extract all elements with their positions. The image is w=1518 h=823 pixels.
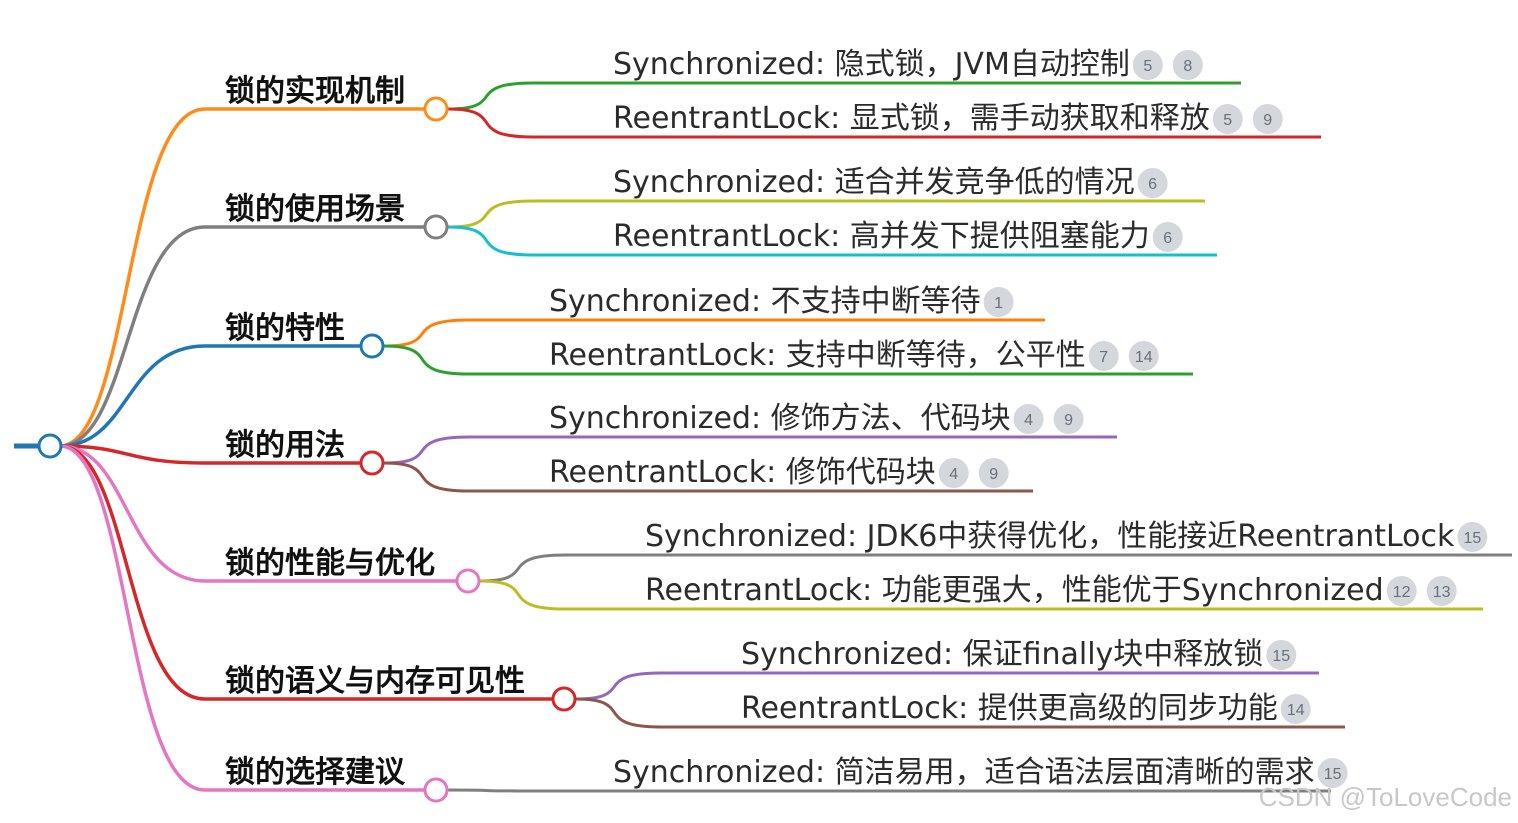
- leaf-edge-6-1: [575, 671, 1319, 701]
- leaf-label-4-1: Synchronized: 修饰方法、代码块: [549, 401, 1011, 436]
- leaf-label-5-2: ReentrantLock: 功能更强大，性能优于Synchronized: [645, 573, 1384, 608]
- reference-badge[interactable]: 15: [1266, 640, 1297, 670]
- leaf-edge-4-1: [383, 435, 1117, 465]
- leaf-label-1-1: Synchronized: 隐式锁，JVM自动控制: [613, 47, 1130, 82]
- svg-text:13: 13: [1433, 584, 1451, 601]
- watermark: CSDN @ToLoveCode: [1259, 782, 1512, 812]
- leaf-edge-5-1: [479, 553, 1512, 583]
- leaf-label-1-2: ReentrantLock: 显式锁，需手动获取和释放: [613, 101, 1210, 136]
- leaf-edge-5-2: [479, 579, 1483, 611]
- branch-edge-3: [59, 344, 360, 448]
- mind-map-nodes: 锁的实现机制 Synchronized: 隐式锁，JVM自动控制 5 8Reentra…: [37, 47, 1488, 803]
- svg-text:4: 4: [949, 466, 958, 483]
- topic-label-3: 锁的特性: [225, 311, 345, 346]
- leaf-edge-3-2: [383, 344, 1193, 376]
- svg-text:7: 7: [1099, 349, 1108, 366]
- topic-label-2: 锁的使用场景: [225, 192, 405, 227]
- svg-text:14: 14: [1135, 349, 1153, 366]
- svg-text:9: 9: [1263, 112, 1272, 129]
- reference-badge[interactable]: 6: [1137, 168, 1168, 198]
- leaf-label-6-2: ReentrantLock: 提供更高级的同步功能: [741, 691, 1278, 726]
- topic-node-1[interactable]: [423, 96, 449, 122]
- svg-text:15: 15: [1272, 648, 1290, 665]
- branch-edge-6: [59, 444, 552, 701]
- reference-badge[interactable]: 1: [983, 287, 1014, 317]
- svg-text:5: 5: [1143, 58, 1152, 75]
- leaf-edge-1-2: [447, 107, 1321, 139]
- reference-badge[interactable]: 7: [1088, 341, 1119, 371]
- reference-badge[interactable]: 4: [1013, 404, 1044, 434]
- leaf-edge-6-2: [575, 697, 1345, 729]
- root-node[interactable]: [37, 433, 63, 459]
- leaf-edge-4-2: [383, 461, 1033, 493]
- branch-edge-4: [59, 444, 360, 465]
- topic-node-4[interactable]: [359, 450, 385, 476]
- reference-badge[interactable]: 14: [1280, 694, 1311, 724]
- leaf-edge-2-2: [447, 225, 1217, 257]
- leaf-label-3-1: Synchronized: 不支持中断等待: [549, 284, 981, 319]
- reference-badge[interactable]: 9: [1252, 104, 1283, 134]
- topic-label-7: 锁的选择建议: [225, 755, 406, 790]
- topic-node-2[interactable]: [423, 214, 449, 240]
- svg-text:4: 4: [1024, 412, 1033, 429]
- leaf-label-4-2: ReentrantLock: 修饰代码块: [549, 455, 936, 490]
- leaf-edge-7-1: [447, 788, 1331, 793]
- topic-label-1: 锁的实现机制: [225, 74, 405, 109]
- leaf-label-5-1: Synchronized: JDK6中获得优化，性能接近ReentrantLoc…: [645, 519, 1455, 554]
- leaf-label-2-1: Synchronized: 适合并发竞争低的情况: [613, 165, 1135, 200]
- reference-badge[interactable]: 4: [938, 458, 969, 488]
- leaf-label-6-1: Synchronized: 保证finally块中释放锁: [741, 637, 1263, 672]
- topic-label-5: 锁的性能与优化: [225, 546, 435, 581]
- svg-text:1: 1: [994, 295, 1003, 312]
- reference-badge[interactable]: 9: [978, 458, 1009, 488]
- leaf-label-3-2: ReentrantLock: 支持中断等待，公平性: [549, 338, 1086, 373]
- branch-edge-5: [59, 444, 456, 583]
- reference-badge[interactable]: 13: [1426, 576, 1457, 606]
- svg-text:9: 9: [989, 466, 998, 483]
- reference-badge[interactable]: 12: [1386, 576, 1417, 606]
- svg-text:12: 12: [1393, 584, 1411, 601]
- leaf-edge-2-1: [447, 199, 1205, 229]
- branch-edge-1: [59, 107, 424, 448]
- reference-badge[interactable]: 14: [1128, 341, 1159, 371]
- topic-node-5[interactable]: [455, 568, 481, 594]
- topic-label-4: 锁的用法: [225, 428, 345, 463]
- svg-text:15: 15: [1463, 530, 1481, 547]
- leaf-label-2-2: ReentrantLock: 高并发下提供阻塞能力: [613, 219, 1150, 254]
- topic-node-3[interactable]: [359, 333, 385, 359]
- reference-badge[interactable]: 6: [1152, 222, 1183, 252]
- reference-badge[interactable]: 8: [1172, 50, 1203, 80]
- svg-text:6: 6: [1163, 230, 1172, 247]
- svg-text:14: 14: [1287, 702, 1305, 719]
- svg-text:5: 5: [1223, 112, 1232, 129]
- branch-edge-7: [59, 444, 424, 792]
- leaf-edge-3-1: [383, 318, 1045, 348]
- leaf-label-7-1: Synchronized: 简洁易用，适合语法层面清晰的需求: [613, 755, 1315, 790]
- topic-node-6[interactable]: [551, 686, 577, 712]
- branch-edge-2: [59, 225, 424, 448]
- svg-text:6: 6: [1148, 176, 1157, 193]
- topic-label-6: 锁的语义与内存可见性: [225, 664, 525, 699]
- reference-badge[interactable]: 15: [1317, 758, 1348, 788]
- svg-text:15: 15: [1324, 766, 1342, 783]
- topic-node-7[interactable]: [423, 777, 449, 803]
- mind-map-edges: [14, 81, 1512, 793]
- svg-text:9: 9: [1064, 412, 1073, 429]
- reference-badge[interactable]: 5: [1212, 104, 1243, 134]
- leaf-edge-1-1: [447, 81, 1241, 111]
- reference-badge[interactable]: 5: [1132, 50, 1163, 80]
- reference-badge[interactable]: 15: [1457, 522, 1488, 552]
- svg-text:8: 8: [1183, 58, 1192, 75]
- reference-badge[interactable]: 9: [1053, 404, 1084, 434]
